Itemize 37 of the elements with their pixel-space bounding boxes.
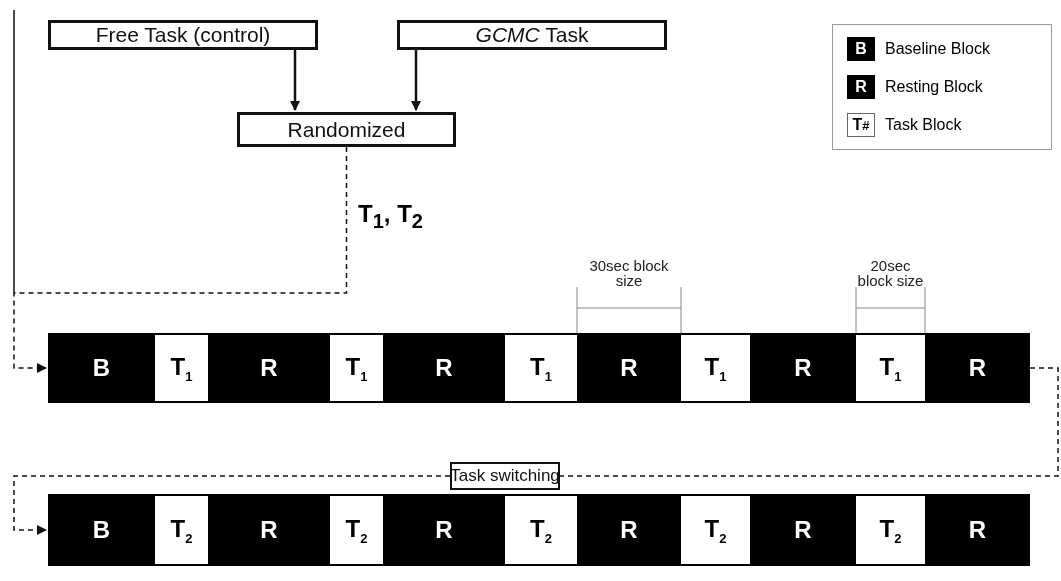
dark-block: R (208, 333, 330, 403)
dark-block: R (383, 494, 505, 566)
dark-block: R (750, 333, 856, 403)
task-block: T$_{1}$ (505, 333, 577, 403)
legend-swatch: R (847, 75, 875, 99)
dark-block: B (48, 494, 155, 566)
dark-block: R (750, 494, 856, 566)
label-box: Randomized (237, 112, 456, 147)
dark-block: R (925, 333, 1030, 403)
dimension-label: 30sec block size (588, 258, 670, 288)
dark-block: R (577, 333, 681, 403)
arrow (13, 475, 451, 535)
task-block: T$_{2}$ (681, 494, 750, 566)
label-box: Free Task (control) (48, 20, 318, 50)
label-box: GCMC Task (397, 20, 667, 50)
dark-block: R (925, 494, 1030, 566)
dark-block: R (208, 494, 330, 566)
task-block: T$_{2}$ (505, 494, 577, 566)
dimension-label: 20sec block size (856, 258, 925, 288)
legend-label: Baseline Block (885, 40, 990, 58)
legend-swatch: B (847, 37, 875, 61)
label-box: Task switching (450, 462, 560, 490)
legend-label: Task Block (885, 116, 962, 134)
arrow (411, 50, 421, 111)
task-block: T$_{1}$ (856, 333, 925, 403)
task-block: T$_{1}$ (330, 333, 383, 403)
task-block: T$_{2}$ (856, 494, 925, 566)
arrow (13, 146, 348, 373)
task-block: T$_{1}$ (155, 333, 208, 403)
dark-block: B (48, 333, 155, 403)
arrow (290, 50, 300, 111)
legend-label: Resting Block (885, 78, 983, 96)
task-block: T$_{1}$ (681, 333, 750, 403)
dark-block: R (577, 494, 681, 566)
task-block: T$_{2}$ (155, 494, 208, 566)
task-block: T$_{2}$ (330, 494, 383, 566)
dark-block: R (383, 333, 505, 403)
